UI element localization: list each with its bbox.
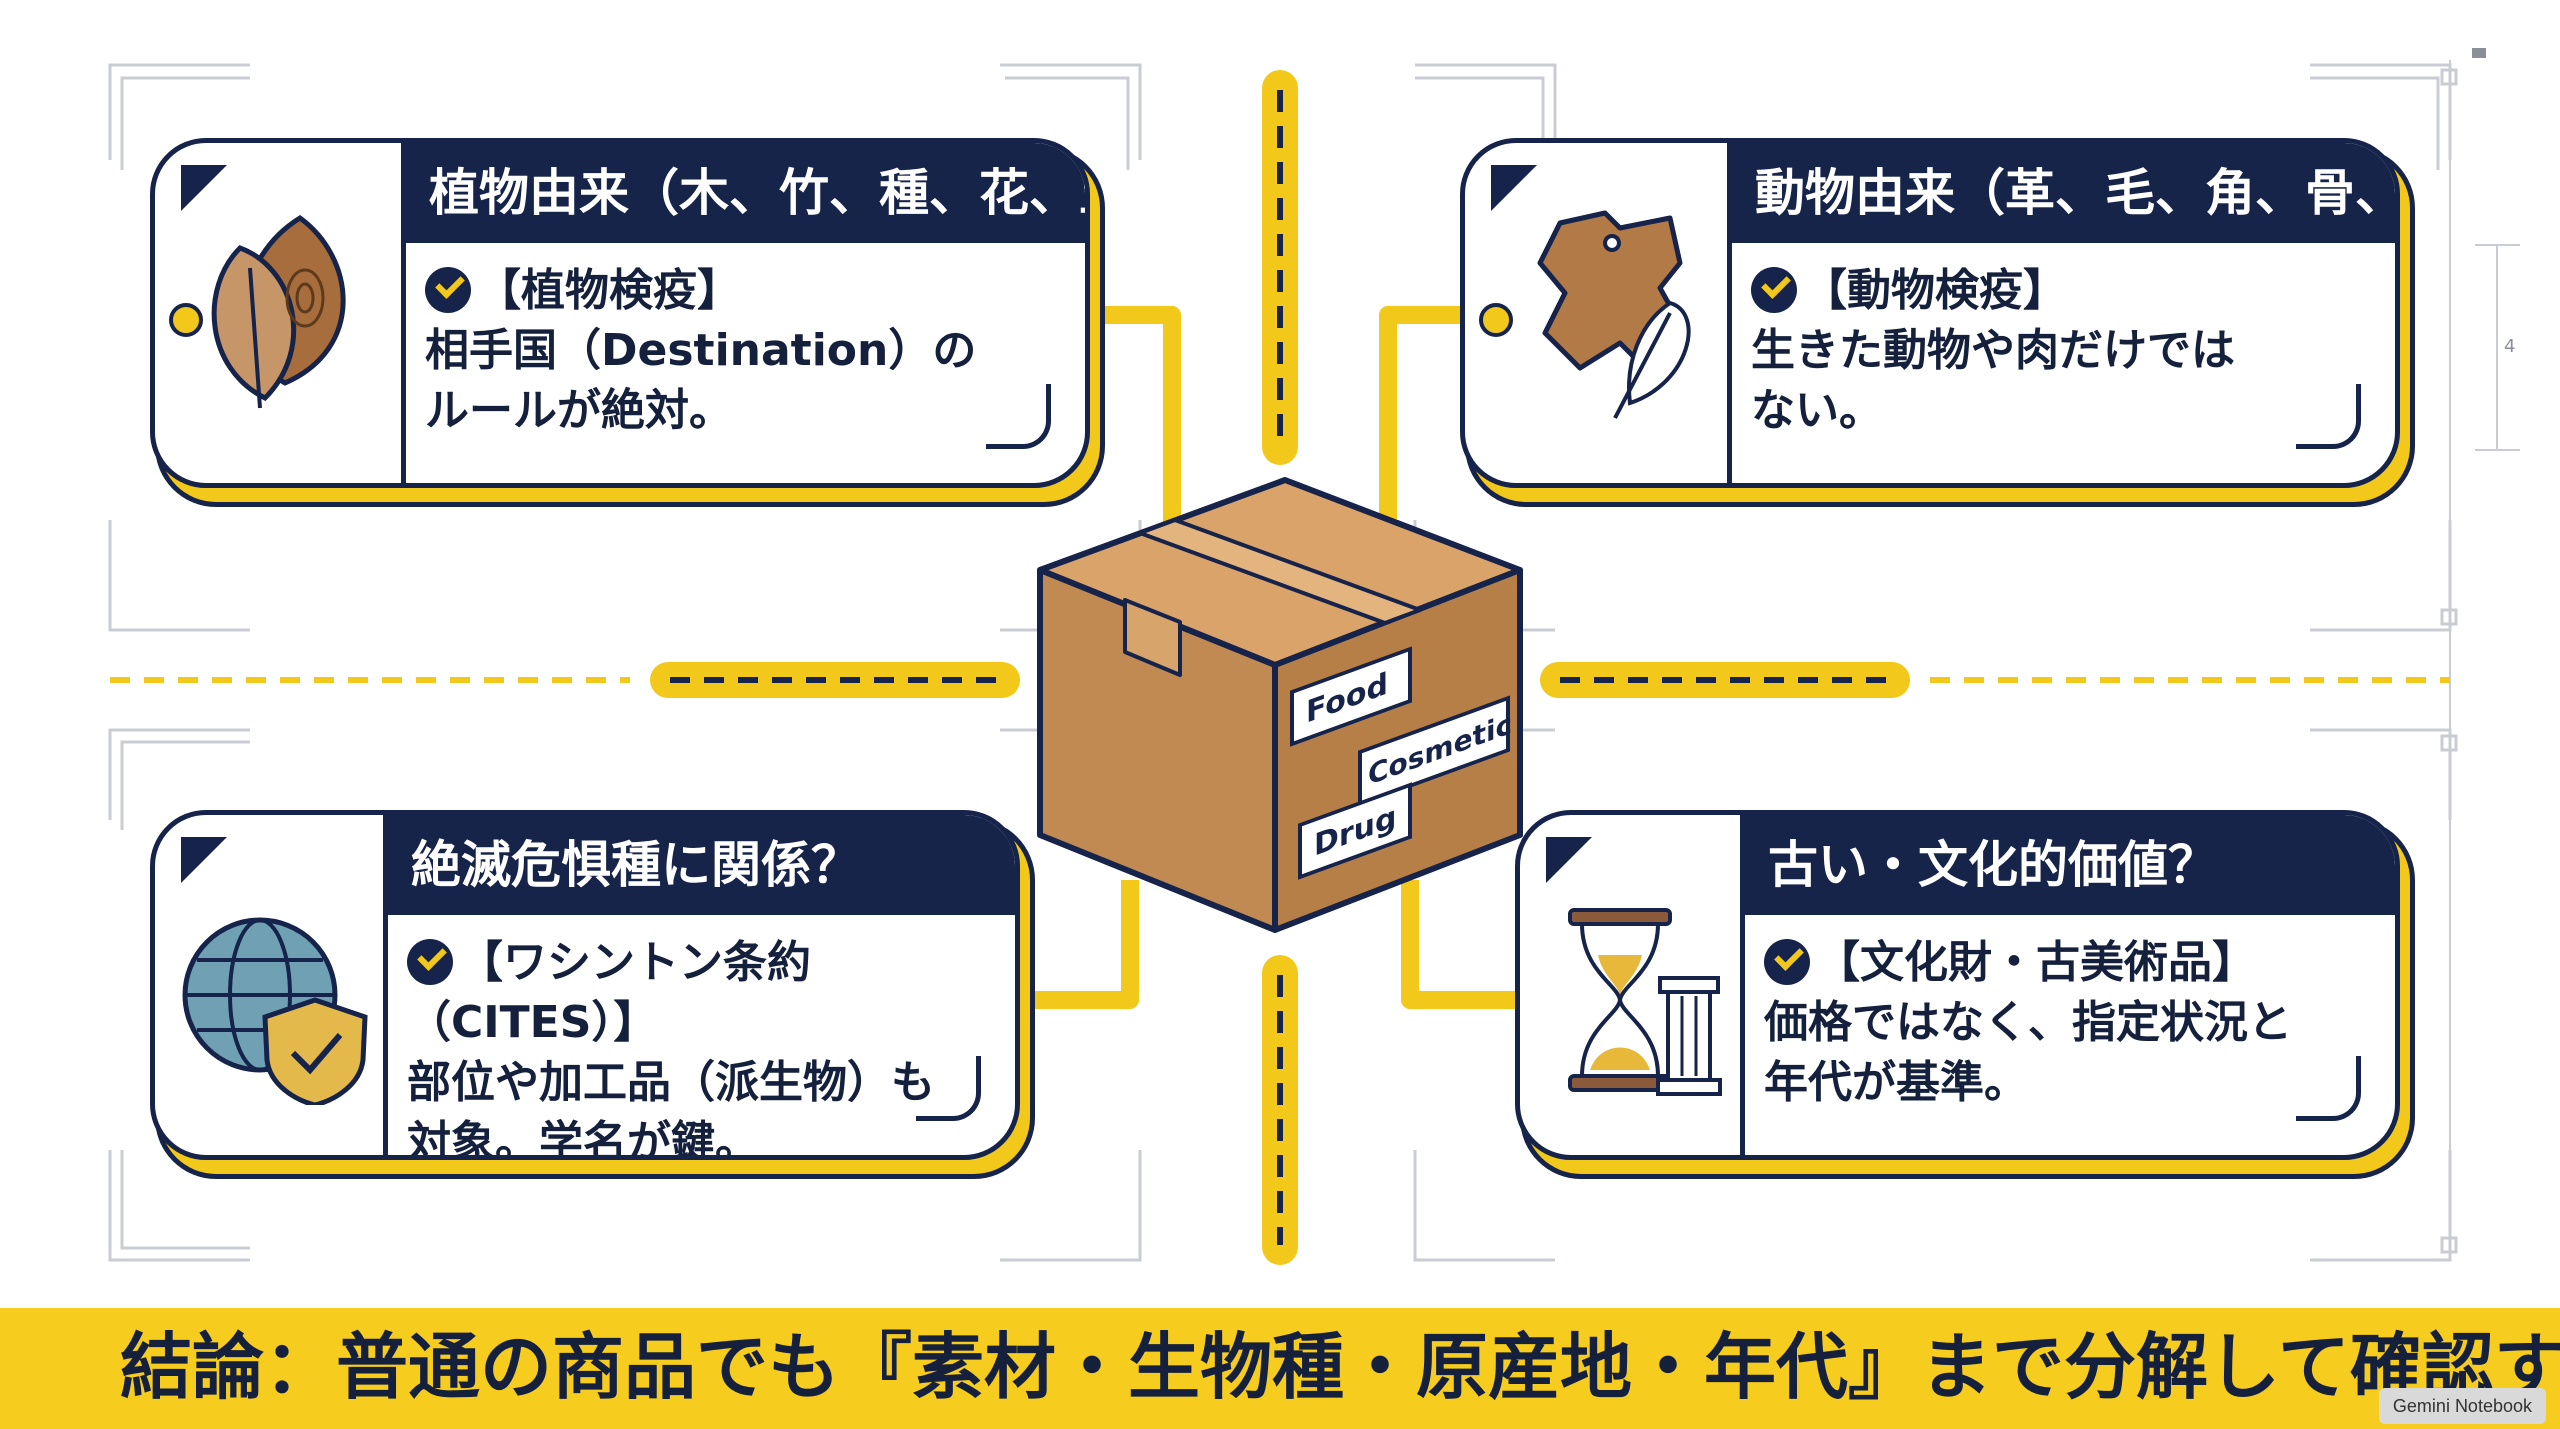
connector-plant: [1095, 306, 1181, 570]
card-endangered-body: 【ワシントン条約（CITES）】 部位や加工品（派生物）も 対象。学名が鍵。: [407, 933, 1007, 1160]
card-animal-line-2: ない。: [1751, 385, 1883, 436]
check-icon: [407, 939, 453, 985]
card-endangered: 絶滅危惧種に関係？ 【ワシントン条約（CITES）】 部位や加工品（派生物）も …: [150, 810, 1020, 1160]
card-animal: 動物由来（革、毛、角、骨、羽） 【動物検疫】 生きた動物や肉だけでは ない。: [1460, 138, 2400, 488]
check-icon: [1764, 939, 1810, 985]
axis-pill-right: [1540, 662, 1910, 698]
bracket-tl-right-inner: [1005, 76, 1130, 170]
bracket-tl-outer: [108, 63, 250, 160]
bracket-tr-left: [1415, 63, 1557, 160]
card-endangered-line-2: 対象。学名が鍵。: [407, 1117, 759, 1160]
check-icon: [1751, 267, 1797, 313]
card-endangered-tag: 【ワシントン条約（CITES）】: [407, 937, 811, 1048]
card-plant: 植物由来（木、竹、種、花、土） 【植物検疫】 相手国（Destination）の…: [150, 138, 1090, 488]
card-cultural-title: 古い・文化的価値？: [1740, 815, 2395, 915]
bracket-tl-inner: [120, 76, 250, 170]
card-endangered-title: 絶滅危惧種に関係？: [383, 815, 1015, 915]
card-cultural-line-1: 価格ではなく、指定状況と: [1764, 997, 2292, 1048]
connector-animal: [1379, 306, 1460, 570]
card-animal-body: 【動物検疫】 生きた動物や肉だけでは ない。: [1751, 261, 2371, 441]
card-plant-line-2: ルールが絶対。: [425, 385, 733, 436]
connector-cultural: [1401, 880, 1515, 1009]
bracket-bl-outer: [108, 728, 250, 820]
ruler-marker: [2472, 48, 2486, 58]
card-cultural-line-2: 年代が基準。: [1764, 1057, 2028, 1108]
card-cultural: 古い・文化的価値？ 【文化財・古美術品】 価格ではなく、指定状況と 年代が基準。: [1515, 810, 2400, 1160]
axis-pill-left: [650, 662, 1020, 698]
card-animal-tag: 【動物検疫】: [1803, 265, 2067, 316]
card-animal-line-1: 生きた動物や肉だけでは: [1751, 325, 2235, 376]
watermark-badge: Gemini Notebook: [2378, 1388, 2546, 1424]
axis-pill-bottom: [1262, 955, 1298, 1265]
card-plant-tag: 【植物検疫】: [477, 265, 741, 316]
bracket-tl-right: [1000, 63, 1142, 160]
hourglass-column-icon: [1568, 908, 1722, 1096]
card-plant-line-1: 相手国（Destination）の: [425, 325, 977, 376]
ruler-mark-label: 4: [2504, 336, 2515, 357]
connector-lines: [110, 70, 2450, 1265]
bracket-bl-upper: [108, 520, 250, 632]
card-cultural-body: 【文化財・古美術品】 価格ではなく、指定状況と 年代が基準。: [1764, 933, 2384, 1113]
card-cultural-tag: 【文化財・古美術品】: [1816, 937, 2256, 988]
check-icon: [425, 267, 471, 313]
wood-leaf-icon: [211, 214, 346, 409]
card-animal-title: 動物由来（革、毛、角、骨、羽）: [1727, 143, 2395, 243]
card-plant-title: 植物由来（木、竹、種、花、土）: [401, 143, 1085, 243]
axis-pill-top: [1262, 70, 1298, 465]
leather-feather-icon: [1537, 210, 1691, 419]
card-endangered-line-1: 部位や加工品（派生物）も: [407, 1057, 935, 1108]
connector-endangered: [1030, 880, 1139, 1009]
globe-shield-icon: [182, 917, 368, 1105]
conclusion-banner: 結論：普通の商品でも『素材・生物種・原産地・年代』まで分解して確認する Gemi…: [0, 1308, 2560, 1429]
cardboard-box-icon: Food Cosmetic Drug: [1037, 477, 1523, 933]
card-plant-body: 【植物検疫】 相手国（Destination）の ルールが絶対。: [425, 261, 1065, 441]
bracket-tr-right-inner: [2310, 76, 2440, 170]
conclusion-text: 結論：普通の商品でも『素材・生物種・原産地・年代』まで分解して確認する: [120, 1325, 2560, 1409]
